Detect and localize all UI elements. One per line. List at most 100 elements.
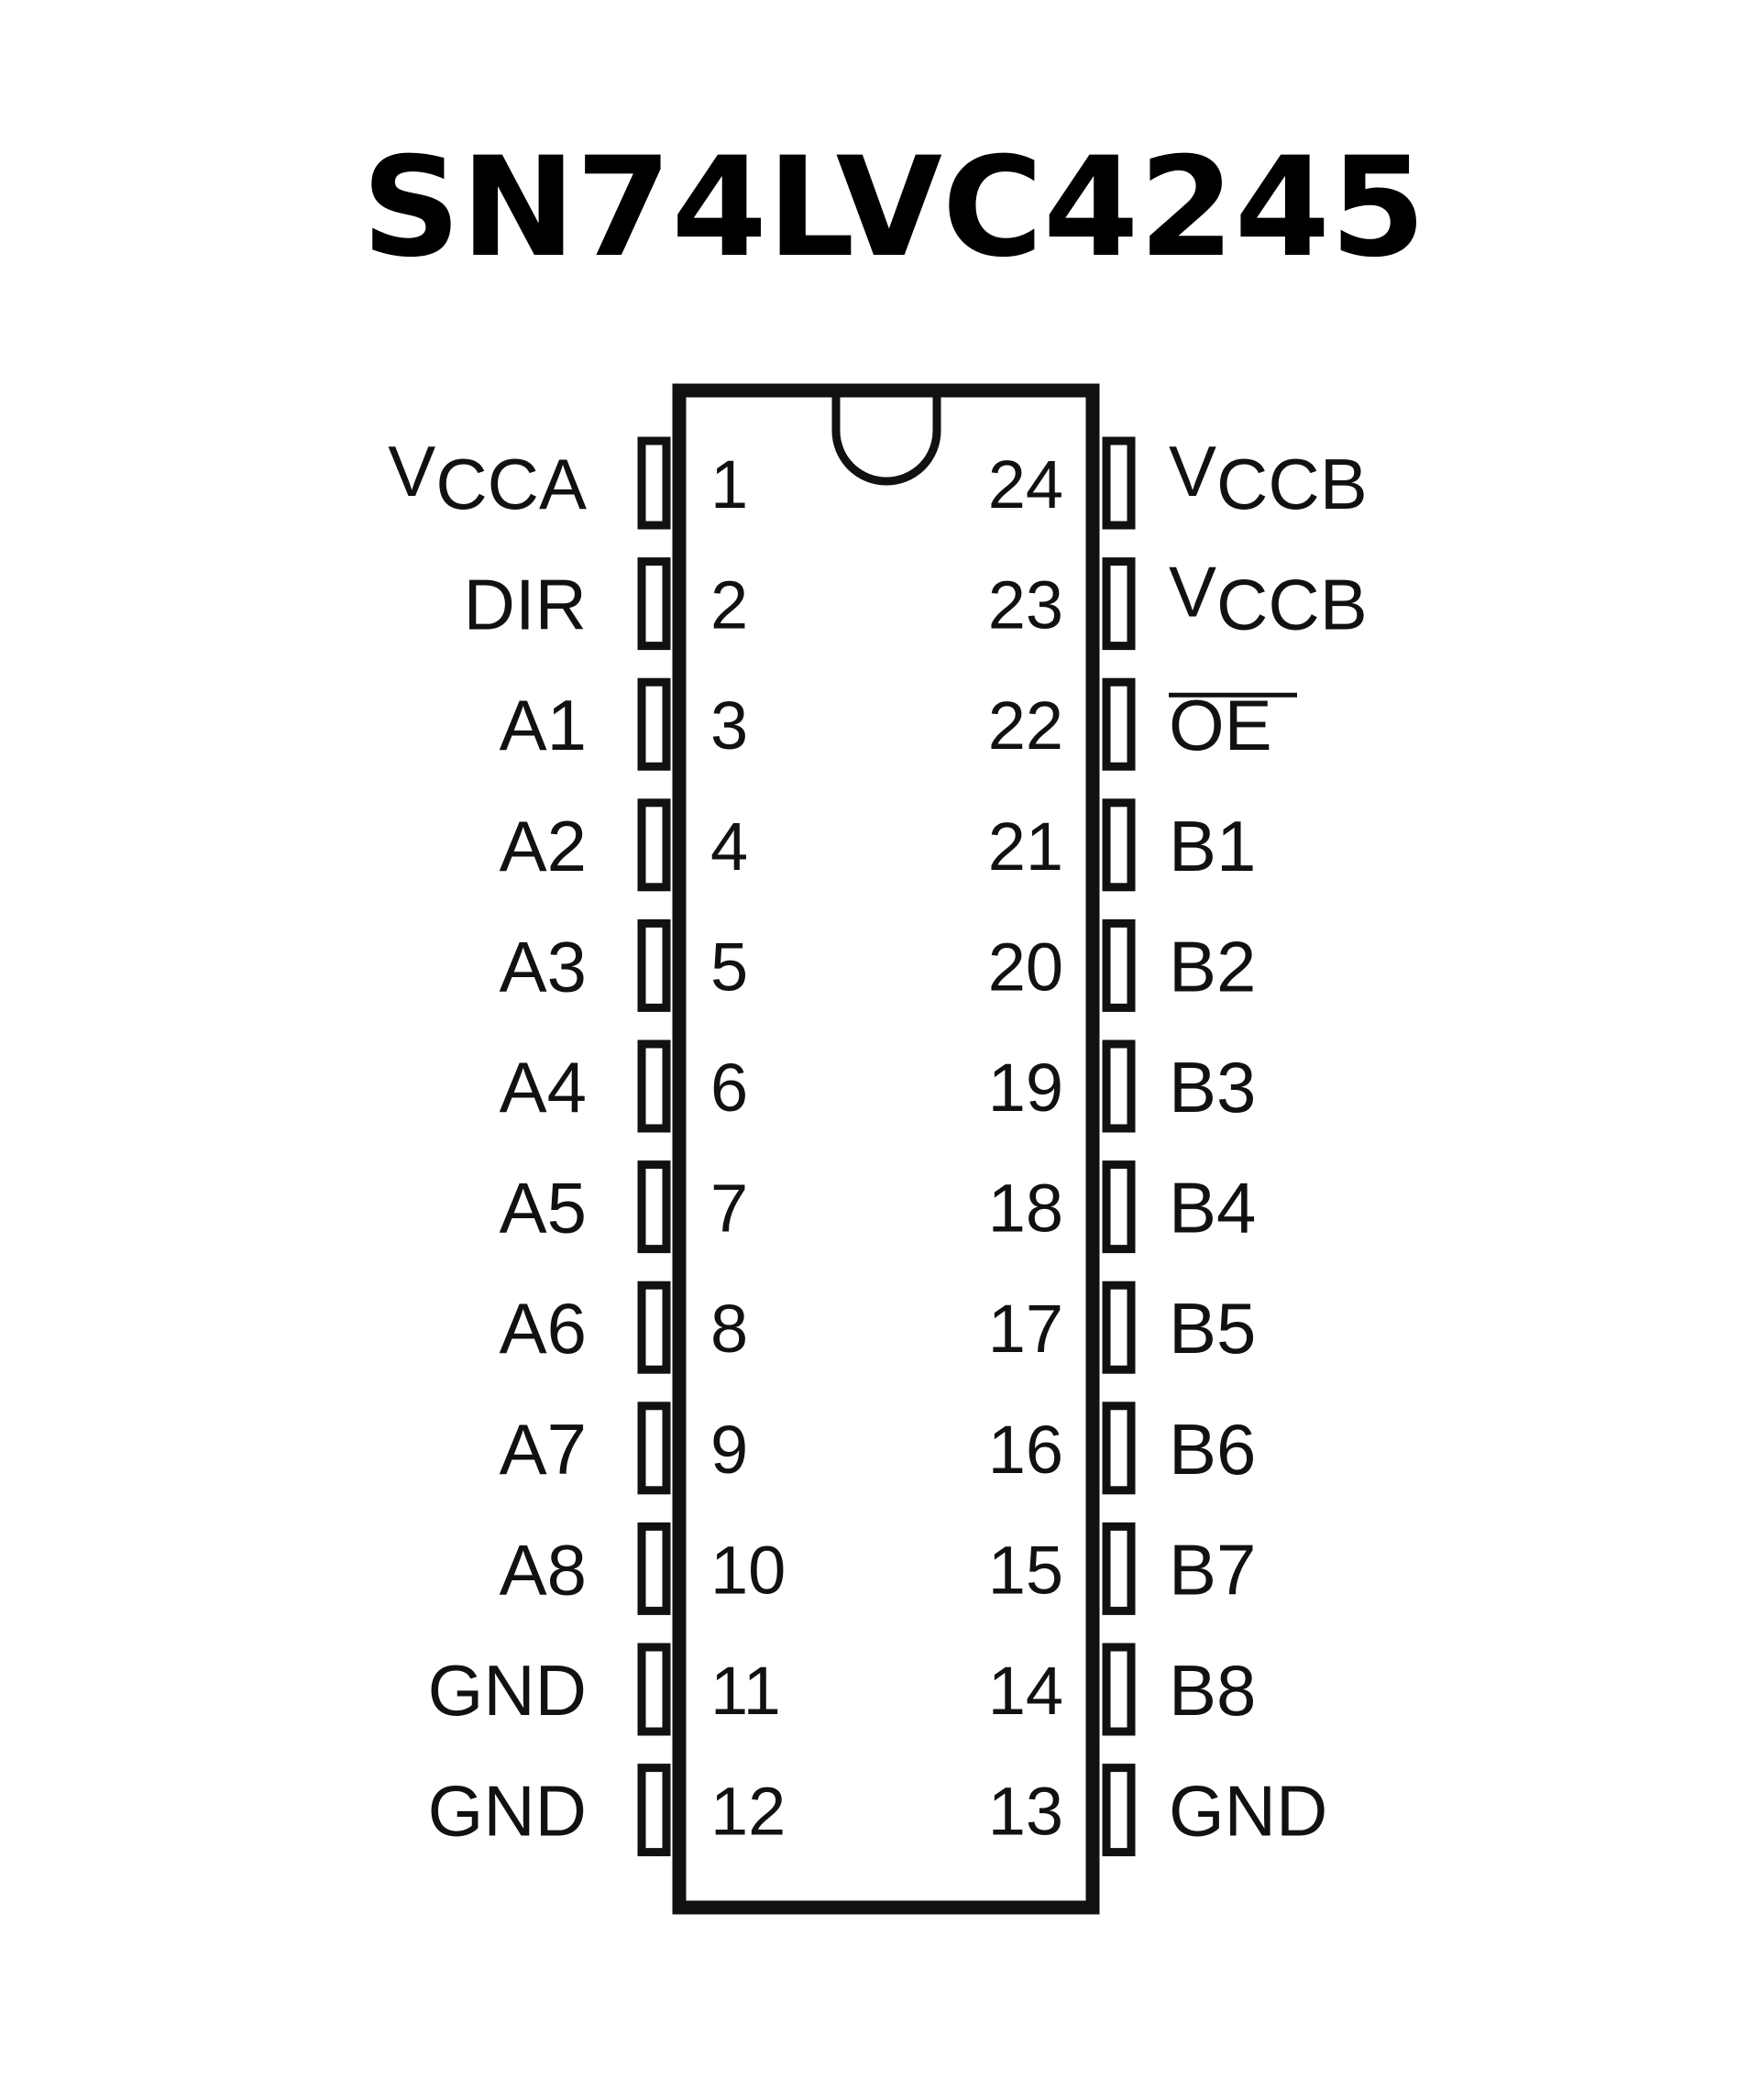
pin-number: 15 <box>988 1532 1063 1608</box>
pin-label-main: A3 <box>500 926 587 1006</box>
pin-label: A7 <box>500 1409 587 1490</box>
pin-number: 5 <box>710 929 748 1005</box>
pins: 1VCCA2DIR3A14A25A36A47A58A69A710A811GND1… <box>388 431 1368 1857</box>
pin-label-main: DIR <box>464 565 587 645</box>
pin-label: B8 <box>1169 1650 1256 1731</box>
pin-lead-9 <box>637 1402 671 1495</box>
pin-lead-24 <box>1102 436 1136 530</box>
pin-number: 8 <box>710 1291 748 1367</box>
pin-label-main: B5 <box>1169 1288 1256 1369</box>
pin-lead-22 <box>1102 677 1136 771</box>
pin-label: B6 <box>1169 1409 1256 1490</box>
pin-label-main: B7 <box>1169 1529 1256 1610</box>
pin-lead-21 <box>1102 798 1136 892</box>
pin-label: B7 <box>1169 1529 1256 1610</box>
pin-lead-14 <box>1102 1643 1136 1736</box>
pin-label: VCCB <box>1169 431 1368 524</box>
pin-label: B4 <box>1169 1168 1256 1248</box>
pin-lead-20 <box>1102 918 1136 1012</box>
pin-label-sub: CCB <box>1216 565 1368 645</box>
chip-body <box>672 383 1100 1915</box>
pin-lead-11 <box>637 1643 671 1736</box>
pin-lead-7 <box>637 1160 671 1254</box>
pin-number: 9 <box>710 1412 748 1488</box>
pin-label: B5 <box>1169 1288 1256 1369</box>
pin-label: VCCA <box>388 431 587 524</box>
chip-outline <box>672 383 1100 1915</box>
pin-lead-15 <box>1102 1522 1136 1615</box>
pin-lead-13 <box>1102 1764 1136 1857</box>
pin-label-sub: CCB <box>1216 444 1368 524</box>
pin-label-main: OE <box>1169 685 1272 765</box>
pin-lead-2 <box>637 557 671 651</box>
pin-number: 12 <box>710 1774 786 1850</box>
pin-label-main: A5 <box>500 1168 587 1248</box>
pin-label-main: A7 <box>500 1409 587 1490</box>
pin-label: A2 <box>500 806 587 886</box>
pin-label: B1 <box>1169 806 1256 886</box>
pin-label: A4 <box>500 1047 587 1127</box>
pin-label: GND <box>428 1650 587 1731</box>
pin-lead-1 <box>637 436 671 530</box>
pin-label: B3 <box>1169 1047 1256 1127</box>
pin-label: DIR <box>464 565 587 645</box>
pin-label-main: B2 <box>1169 926 1256 1006</box>
pin-label-main: GND <box>1169 1771 1327 1852</box>
pin-lead-18 <box>1102 1160 1136 1254</box>
pin-number: 23 <box>988 567 1063 643</box>
pin-lead-16 <box>1102 1402 1136 1495</box>
pin-label-main: V <box>388 431 435 511</box>
pin-number: 3 <box>710 687 748 764</box>
pin-label: A6 <box>500 1288 587 1369</box>
pin-label: A5 <box>500 1168 587 1248</box>
chip-title: SN74LVC4245 <box>362 128 1426 288</box>
pin-number: 1 <box>710 446 748 522</box>
pin-lead-12 <box>637 1764 671 1857</box>
pin-label-main: GND <box>428 1650 587 1731</box>
pin-label: A8 <box>500 1529 587 1610</box>
pin-number: 18 <box>988 1171 1063 1247</box>
pin-number: 22 <box>988 687 1063 764</box>
pin-lead-6 <box>637 1039 671 1133</box>
pin-label: A1 <box>500 685 587 765</box>
pin-number: 17 <box>988 1291 1063 1367</box>
pin-lead-10 <box>637 1522 671 1615</box>
pin-label: VCCB <box>1169 552 1368 645</box>
pin-label: OE <box>1169 685 1272 765</box>
pin-number: 24 <box>988 446 1063 522</box>
pin-number: 7 <box>710 1171 748 1247</box>
pin-number: 21 <box>988 808 1063 885</box>
pin-lead-3 <box>637 677 671 771</box>
pin-label-main: B8 <box>1169 1650 1256 1731</box>
pin-label-main: B3 <box>1169 1047 1256 1127</box>
pin-lead-19 <box>1102 1039 1136 1133</box>
pin-number: 6 <box>710 1050 748 1126</box>
pin-label-main: A4 <box>500 1047 587 1127</box>
pin-number: 14 <box>988 1653 1063 1729</box>
pin-number: 16 <box>988 1412 1063 1488</box>
pin-lead-23 <box>1102 557 1136 651</box>
pin-number: 13 <box>988 1774 1063 1850</box>
pin-number: 4 <box>710 808 748 885</box>
pin-number: 19 <box>988 1050 1063 1126</box>
pin-label: A3 <box>500 926 587 1006</box>
pin-number: 20 <box>988 929 1063 1005</box>
pin-lead-8 <box>637 1281 671 1374</box>
pin-label: GND <box>1169 1771 1327 1852</box>
pin-label-main: V <box>1169 431 1216 511</box>
pin-label-main: B4 <box>1169 1168 1256 1248</box>
pin-lead-4 <box>637 798 671 892</box>
pin-label-main: A8 <box>500 1529 587 1610</box>
pin-label-main: GND <box>428 1771 587 1852</box>
pin-label: GND <box>428 1771 587 1852</box>
pin-label-main: B6 <box>1169 1409 1256 1490</box>
pin-label-main: V <box>1169 552 1216 632</box>
pin-lead-17 <box>1102 1281 1136 1374</box>
pin1-notch <box>831 397 941 486</box>
pin-number: 2 <box>710 567 748 643</box>
pin-label: B2 <box>1169 926 1256 1006</box>
pin-label-main: A6 <box>500 1288 587 1369</box>
pin-number: 11 <box>710 1653 781 1729</box>
pin-label-main: A2 <box>500 806 587 886</box>
